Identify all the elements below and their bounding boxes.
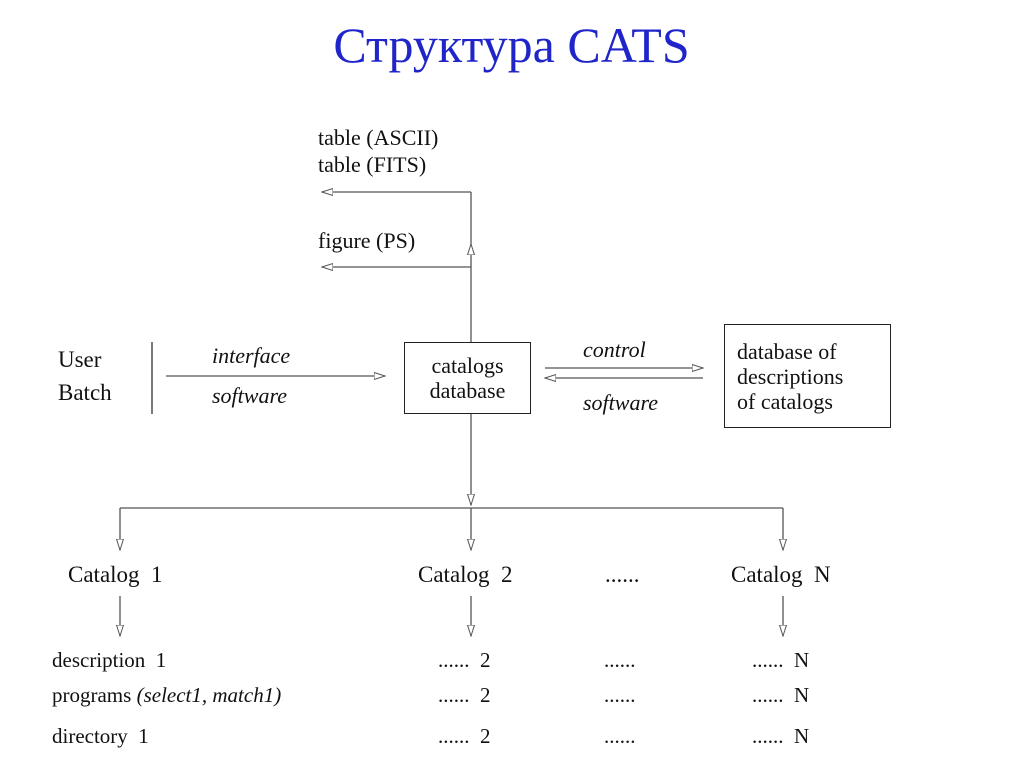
catalog-dots: ...... bbox=[605, 562, 640, 587]
catalog-2: Catalog 2 bbox=[418, 562, 513, 587]
row-directory-cN: ...... N bbox=[752, 724, 810, 748]
descriptions-database-box: database of descriptions of catalogs bbox=[724, 324, 891, 428]
row-programs-name: programs (select1, match1) bbox=[52, 683, 281, 707]
row-programs-note: (select1, match1) bbox=[136, 683, 282, 707]
row-programs-cN: ...... N bbox=[752, 683, 810, 707]
catalog-N: Catalog N bbox=[731, 562, 831, 587]
user-label: User bbox=[58, 347, 102, 372]
catalogs-db-line2: database bbox=[429, 378, 506, 403]
row-programs-c2: ...... 2 bbox=[438, 683, 491, 707]
row-description-name: description 1 bbox=[52, 648, 167, 672]
software-label-right: software bbox=[583, 390, 658, 415]
software-label-left: software bbox=[212, 383, 287, 408]
output-table-fits: table (FITS) bbox=[318, 152, 427, 177]
row-description-cN: ...... N bbox=[752, 648, 810, 672]
row-directory-c2: ...... 2 bbox=[438, 724, 491, 748]
row-programs-mid: ...... bbox=[604, 683, 636, 707]
row-programs-label: programs bbox=[52, 683, 132, 707]
control-label: control bbox=[583, 337, 646, 362]
desc-db-line3: of catalogs bbox=[737, 388, 833, 414]
output-figure-ps: figure (PS) bbox=[318, 228, 416, 253]
catalog-1: Catalog 1 bbox=[68, 562, 163, 587]
catalogs-db-line1: catalogs bbox=[431, 353, 504, 378]
desc-db-line2: descriptions bbox=[737, 363, 844, 389]
row-description-c2: ...... 2 bbox=[438, 648, 491, 672]
output-table-ascii: table (ASCII) bbox=[318, 125, 439, 150]
page-title: Структура CATS bbox=[333, 17, 690, 73]
batch-label: Batch bbox=[58, 380, 112, 405]
row-directory-mid: ...... bbox=[604, 724, 636, 748]
row-directory-name: directory 1 bbox=[52, 724, 149, 748]
desc-db-line1: database of bbox=[737, 338, 837, 364]
row-description-mid: ...... bbox=[604, 648, 636, 672]
interface-label: interface bbox=[212, 343, 291, 368]
catalogs-database-box: catalogs database bbox=[404, 342, 531, 414]
